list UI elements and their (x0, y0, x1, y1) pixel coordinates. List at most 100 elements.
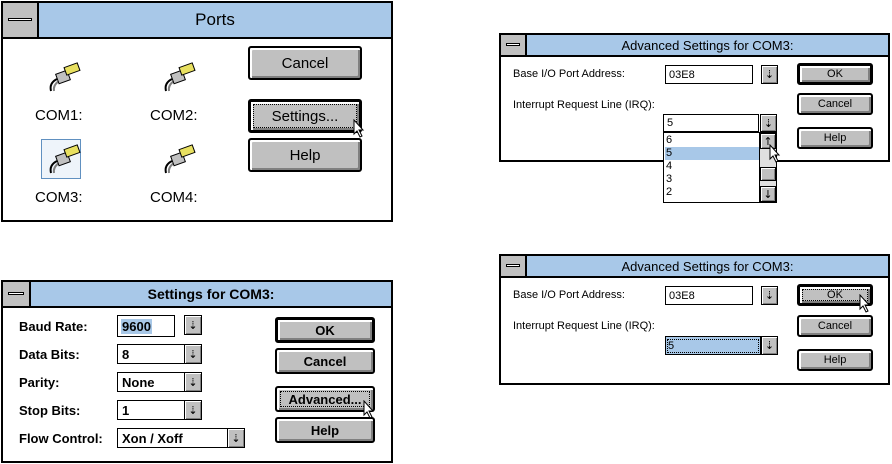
irq-dropdown: 5 ⇣ 6 5 4 3 2 ↑ ↓ (663, 114, 781, 203)
irq-field[interactable]: 5 (665, 336, 761, 355)
advanced-title: Advanced Settings for COM3: (621, 37, 794, 53)
port-com3[interactable]: COM3: (25, 137, 105, 207)
parity-dropdown-button[interactable]: ⇣ (184, 372, 202, 392)
dropdown-arrow-icon: ⇣ (188, 318, 198, 332)
help-button[interactable]: Help (797, 127, 873, 149)
data-bits-dropdown-button[interactable]: ⇣ (184, 344, 202, 364)
irq-value: 5 (667, 117, 674, 129)
base-io-value: 03E8 (669, 289, 695, 302)
port-com2[interactable]: COM2: (140, 55, 220, 125)
system-menu-icon[interactable] (3, 3, 39, 37)
base-io-field[interactable]: 03E8 (665, 65, 753, 84)
irq-field[interactable]: 5 (663, 114, 759, 132)
settings-dialog: Settings for COM3: Baud Rate: 9600 ⇣ Dat… (1, 280, 393, 463)
cancel-button[interactable]: Cancel (797, 315, 873, 337)
base-io-dropdown-button[interactable]: ⇣ (761, 65, 778, 84)
dropdown-arrow-icon: ⇣ (764, 339, 775, 352)
irq-dropdown-button[interactable]: ⇣ (761, 336, 778, 355)
serial-connector-icon (164, 144, 196, 174)
dropdown-arrow-icon: ⇣ (763, 116, 774, 130)
dropdown-arrow-icon: ⇣ (764, 68, 775, 81)
system-menu-icon[interactable] (501, 256, 527, 276)
down-arrow-icon: ↓ (763, 187, 773, 201)
settings-button[interactable]: Settings... (248, 99, 362, 133)
irq-dropdown-button[interactable]: ⇣ (760, 114, 777, 132)
base-io-label: Base I/O Port Address: (513, 68, 625, 80)
serial-connector-icon (49, 144, 81, 174)
baud-rate-field[interactable]: 9600 (117, 315, 175, 337)
scroll-down-button[interactable]: ↓ (760, 186, 776, 202)
ports-titlebar: Ports (3, 3, 391, 39)
irq-label: Interrupt Request Line (IRQ): (513, 99, 655, 111)
ports-title: Ports (195, 10, 235, 29)
baud-rate-dropdown-button[interactable]: ⇣ (184, 315, 202, 335)
irq-label: Interrupt Request Line (IRQ): (513, 320, 655, 332)
list-item[interactable]: 2 (666, 186, 673, 198)
baud-rate-label: Baud Rate: (19, 319, 88, 334)
irq-list: 6 5 4 3 2 ↑ ↓ (663, 132, 777, 203)
data-bits-field[interactable]: 8 (117, 344, 185, 364)
com2-label: COM2: (150, 107, 198, 124)
dropdown-arrow-icon: ⇣ (231, 431, 241, 445)
advanced-button[interactable]: Advanced... (275, 386, 375, 412)
serial-connector-icon (164, 62, 196, 92)
data-bits-label: Data Bits: (19, 347, 80, 362)
com3-label: COM3: (35, 189, 83, 206)
serial-connector-icon (49, 62, 81, 92)
stop-bits-label: Stop Bits: (19, 403, 81, 418)
scroll-up-button[interactable]: ↑ (760, 133, 776, 149)
com4-label: COM4: (150, 189, 198, 206)
advanced-title: Advanced Settings for COM3: (621, 258, 794, 274)
stop-bits-dropdown-button[interactable]: ⇣ (184, 400, 202, 420)
list-item[interactable]: 3 (666, 173, 673, 185)
dropdown-arrow-icon: ⇣ (188, 403, 198, 417)
com1-label: COM1: (35, 107, 83, 124)
help-button[interactable]: Help (275, 417, 375, 443)
cancel-button[interactable]: Cancel (797, 93, 873, 115)
help-button[interactable]: Help (248, 138, 362, 172)
ok-button[interactable]: OK (797, 63, 873, 85)
port-com1[interactable]: COM1: (25, 55, 105, 125)
flow-control-value: Xon / Xoff (122, 430, 183, 446)
parity-label: Parity: (19, 375, 60, 390)
base-io-value: 03E8 (669, 68, 695, 81)
stop-bits-field[interactable]: 1 (117, 400, 185, 420)
dropdown-arrow-icon: ⇣ (764, 289, 775, 302)
mouse-pointer-icon (353, 119, 365, 138)
advanced-dialog-closed: Advanced Settings for COM3: Base I/O Por… (499, 254, 890, 385)
mouse-pointer-icon (859, 294, 871, 313)
system-menu-icon[interactable] (501, 35, 527, 55)
flow-control-field[interactable]: Xon / Xoff (117, 428, 229, 448)
base-io-field[interactable]: 03E8 (665, 286, 753, 305)
ok-button[interactable]: OK (797, 284, 873, 306)
dropdown-arrow-icon: ⇣ (188, 347, 198, 361)
baud-rate-value: 9600 (121, 318, 152, 334)
parity-value: None (122, 374, 155, 390)
port-com4[interactable]: COM4: (140, 137, 220, 207)
parity-field[interactable]: None (117, 372, 185, 392)
up-arrow-icon: ↑ (763, 134, 773, 148)
ok-button[interactable]: OK (275, 317, 375, 343)
list-item[interactable]: 4 (666, 160, 673, 172)
mouse-pointer-icon (769, 144, 781, 163)
system-menu-icon[interactable] (3, 282, 31, 306)
flow-control-label: Flow Control: (19, 431, 103, 446)
cancel-button[interactable]: Cancel (248, 46, 362, 80)
cancel-button[interactable]: Cancel (275, 348, 375, 374)
flow-control-dropdown-button[interactable]: ⇣ (227, 428, 245, 448)
ports-dialog: Ports COM1: COM2: COM3: (1, 1, 393, 222)
scroll-thumb[interactable] (760, 167, 776, 181)
irq-value: 5 (667, 338, 759, 353)
mouse-pointer-icon (363, 400, 375, 419)
advanced-titlebar: Advanced Settings for COM3: (501, 256, 888, 278)
base-io-label: Base I/O Port Address: (513, 289, 625, 301)
settings-titlebar: Settings for COM3: (3, 282, 391, 308)
list-item[interactable]: 6 (666, 134, 673, 146)
list-item[interactable]: 5 (665, 147, 759, 160)
base-io-dropdown-button[interactable]: ⇣ (761, 286, 778, 305)
help-button[interactable]: Help (797, 349, 873, 371)
data-bits-value: 8 (122, 346, 130, 362)
stop-bits-value: 1 (122, 402, 130, 418)
settings-title: Settings for COM3: (147, 286, 275, 302)
dropdown-arrow-icon: ⇣ (188, 375, 198, 389)
